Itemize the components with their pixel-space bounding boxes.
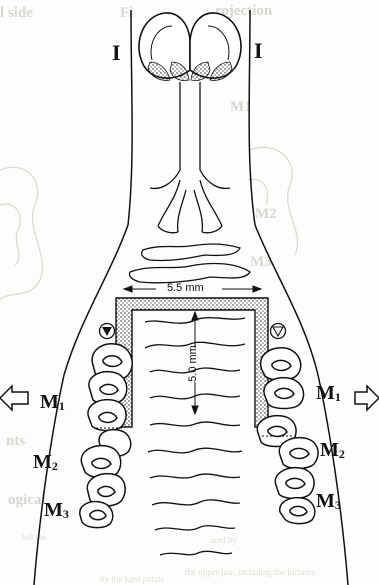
molar1-label-right: M1 [316,383,341,403]
incisor-label-right: I [254,40,263,62]
molar2-label-right: M2 [320,440,345,460]
left-molar-row [80,344,132,528]
incisive-papilla [150,82,230,233]
filled-triangle-marker [100,324,115,339]
molar3-label-right: M3 [316,491,341,511]
molar1-label-left: M1 [40,392,65,412]
length-measure-label: 5.0 mm [188,345,199,382]
anterior-palatal-ridges [129,244,250,283]
molar3-label-left: M3 [44,500,69,520]
width-measure-label: 5.5 mm [167,283,204,294]
left-arrow-icon [0,386,28,410]
right-arrow-icon [355,386,379,410]
incisor-label-left: I [112,42,121,64]
molar2-label-left: M2 [33,452,58,472]
ghost-structures [0,147,297,300]
incisors [139,13,241,81]
open-triangle-marker [271,324,286,339]
